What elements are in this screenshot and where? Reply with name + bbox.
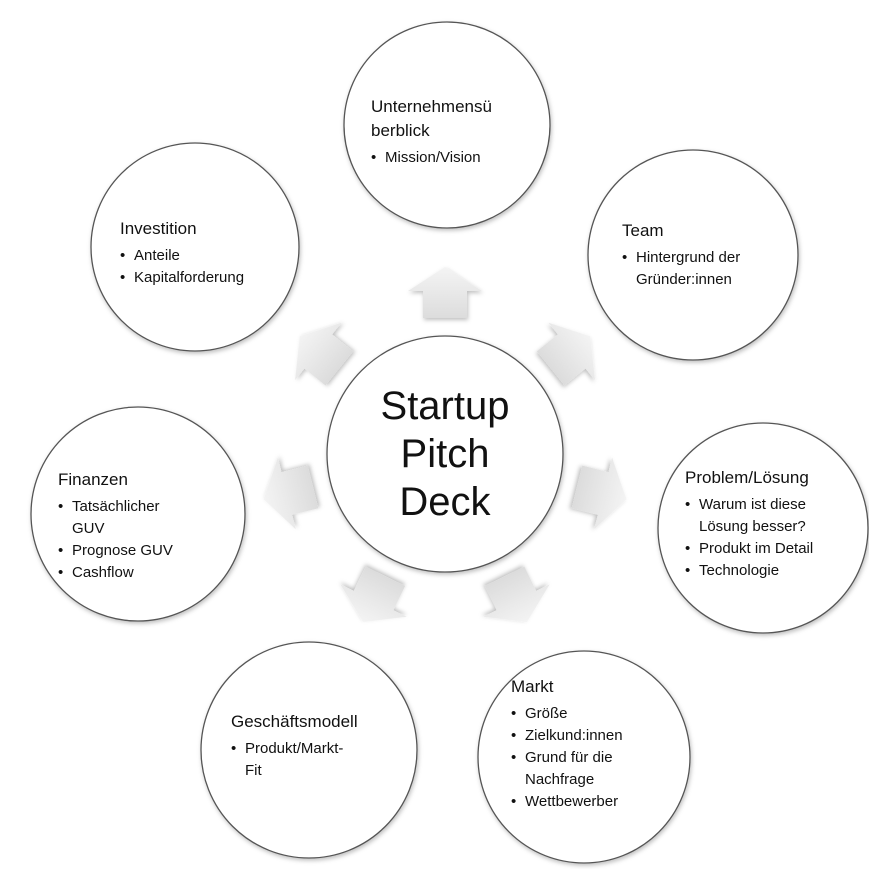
node-title: Investition xyxy=(120,219,197,238)
circle-overview xyxy=(343,21,551,229)
node-item: Prognose GUV xyxy=(58,540,173,562)
node-title: Markt xyxy=(511,677,554,696)
node-item: Tatsächlicher GUV xyxy=(58,496,173,540)
node-title: Problem/Lösung xyxy=(685,468,809,487)
arrow-icon xyxy=(295,322,354,386)
node-title: Unternehmensü berblick xyxy=(371,97,492,140)
node-item: Zielkund:innen xyxy=(511,725,623,747)
node-item: Warum ist diese Lösung besser? xyxy=(685,494,813,538)
node-item: Technologie xyxy=(685,560,813,582)
node-item: Produkt/Markt- Fit xyxy=(231,738,358,782)
arrow-icon xyxy=(571,457,627,530)
node-investment: Investition Anteile Kapitalforderung xyxy=(120,217,244,289)
node-item: Grund für die Nachfrage xyxy=(511,747,623,791)
arrow-icon xyxy=(263,457,319,530)
node-team: Team Hintergrund der Gründer:innen xyxy=(622,219,740,291)
node-item: Größe xyxy=(511,703,623,725)
arrow-icon xyxy=(483,566,550,623)
node-item: Wettbewerber xyxy=(511,791,623,813)
node-item: Kapitalforderung xyxy=(120,267,244,289)
circle-center xyxy=(326,335,564,573)
node-item: Cashflow xyxy=(58,562,173,584)
node-title: Team xyxy=(622,221,664,240)
node-title: Finanzen xyxy=(58,470,128,489)
arrow-icon xyxy=(408,267,482,318)
node-item: Anteile xyxy=(120,245,244,267)
node-market: Markt Größe Zielkund:innen Grund für die… xyxy=(511,675,623,813)
node-problem: Problem/Lösung Warum ist diese Lösung be… xyxy=(685,466,813,582)
center-title: Startup Pitch Deck xyxy=(380,384,510,524)
node-item: Hintergrund der Gründer:innen xyxy=(622,247,740,291)
node-overview: Unternehmensü berblick Mission/Vision xyxy=(371,95,492,169)
node-finance: Finanzen Tatsächlicher GUV Prognose GUV … xyxy=(58,468,173,584)
arrow-icon xyxy=(536,322,595,386)
node-business: Geschäftsmodell Produkt/Markt- Fit xyxy=(231,710,358,782)
arrow-icon xyxy=(340,566,407,623)
node-item: Produkt im Detail xyxy=(685,538,813,560)
node-item: Mission/Vision xyxy=(371,147,492,169)
node-title: Geschäftsmodell xyxy=(231,712,358,731)
